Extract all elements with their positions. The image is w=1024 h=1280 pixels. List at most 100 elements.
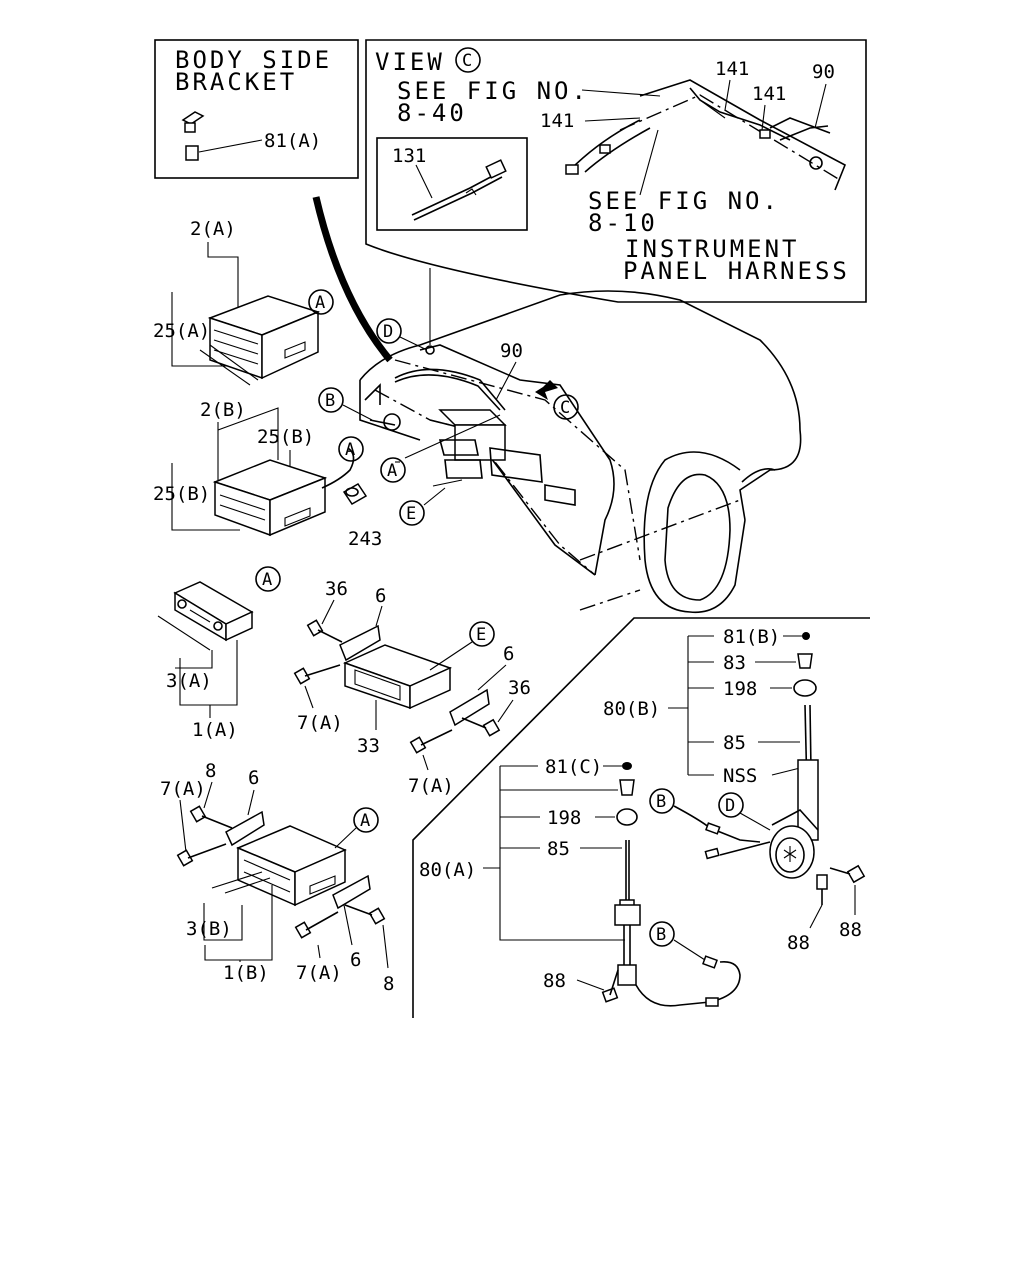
- antenna-80b-item-85: 85: [723, 732, 746, 754]
- antenna-80b-item-198: 198: [723, 678, 757, 700]
- nut-8-top-icon: [189, 805, 233, 829]
- bracket-callout-81a: 81(A): [264, 130, 321, 152]
- screw-7a-right-icon: [409, 729, 453, 754]
- bolt-88-antenna-a-icon: [601, 969, 619, 1003]
- radio-1b-6-bottom-label: 6: [350, 949, 361, 971]
- bracket-6-right: [449, 688, 490, 727]
- marker-b-vehicle: B: [325, 391, 335, 411]
- inset-callout-131: 131: [392, 145, 426, 167]
- bracket-6-left: [339, 624, 381, 662]
- cap-81b-icon: [802, 632, 810, 640]
- antenna-80a-group: 80(A) 81(C) 198 85 B: [419, 756, 741, 1007]
- marker-c-vehicle: C: [560, 398, 570, 418]
- screw-7a-top-icon: [176, 843, 227, 867]
- marker-b-antenna-80a: B: [656, 925, 666, 945]
- instrument-panel-harness-drawing: [565, 79, 847, 191]
- marker-a-radio-1b: A: [360, 811, 370, 831]
- plug-243-icon: [342, 483, 368, 505]
- see-fig-top-line2: 8-40: [397, 99, 467, 127]
- antenna-80a-item-198: 198: [547, 807, 581, 829]
- vehicle-markers: D C B A E: [318, 318, 579, 526]
- vehicle-callout-90: 90: [500, 340, 523, 362]
- marker-d-antenna: D: [725, 796, 735, 816]
- pocket-7a-label: 7(A): [297, 712, 343, 734]
- view-c-callout-141-right: 141: [752, 83, 786, 105]
- radio-2b-unit: [212, 447, 355, 537]
- view-c-callout-90: 90: [812, 61, 835, 83]
- see-fig-bottom-line2: 8-10: [588, 209, 658, 237]
- view-c-marker-circle: [455, 47, 481, 73]
- view-c-marker: C: [462, 51, 472, 71]
- antenna-80a-bolt-88: 88: [543, 970, 566, 992]
- gasket-198-icon: [793, 679, 817, 697]
- marker-a-radio-2b: A: [345, 440, 355, 460]
- radio-1b-7a-bottom-label: 7(A): [296, 962, 342, 984]
- harness-label-line1: INSTRUMENT: [625, 235, 800, 263]
- pocket-6-label: 6: [375, 585, 386, 607]
- view-c-callout-141-left: 141: [540, 110, 574, 132]
- cap-81c-icon: [622, 762, 632, 770]
- marker-b-antenna-80b: B: [656, 792, 666, 812]
- see-fig-bottom-line1: SEE FIG NO.: [588, 187, 780, 215]
- pocket-7a-right-label: 7(A): [408, 775, 454, 797]
- pocket-33-label: 33: [357, 735, 380, 757]
- bolt-36-right-icon: [461, 717, 501, 737]
- radio-1b-group: 7(A) 8 6 A 3(B): [160, 760, 394, 995]
- radio-1b-label: 1(B): [223, 962, 269, 984]
- radio-1a-label: 1(A): [192, 719, 238, 741]
- view-c-box: VIEW C SEE FIG NO. 8-40 131: [365, 39, 867, 303]
- bushing-83-icon: [797, 653, 813, 669]
- antenna-80b-label: 80(B): [603, 698, 660, 720]
- radio-2b-group: 2(B) 25(B) 25(B) A 243: [153, 399, 382, 550]
- antenna-80a-item-85: 85: [547, 838, 570, 860]
- inset-131-box: [376, 137, 528, 231]
- bracket-6-radio-bottom: [332, 874, 371, 910]
- antenna-section-divider: [412, 617, 870, 1018]
- antenna-80b-group: 80(B) 81(B) 83 198 85 NSS D: [603, 626, 866, 954]
- bolt-88-antenna-b-right-icon: [829, 864, 866, 884]
- marker-d-vehicle: D: [383, 322, 393, 342]
- screw-7a-bottom-icon: [294, 911, 339, 939]
- radio-1b-8-top-label: 8: [205, 760, 216, 782]
- antenna-80b-bolt-88-left: 88: [787, 932, 810, 954]
- manual-antenna-icon: [614, 840, 741, 1007]
- pocket-6-right-label: 6: [503, 643, 514, 665]
- nut-8-bottom-icon: [344, 904, 386, 925]
- antenna-80b-item-81b: 81(B): [723, 626, 780, 648]
- pocket-33-group: 36 6 E 6 36 7(A): [293, 578, 531, 797]
- view-c-callout-141-top: 141: [715, 58, 749, 80]
- harness-label-line2: PANEL HARNESS: [623, 257, 850, 285]
- pocket-36-right-label: 36: [508, 677, 531, 699]
- radio-1b-8-bottom-label: 8: [383, 973, 394, 995]
- radio-1b-unit: [211, 825, 347, 907]
- marker-a-vehicle: A: [387, 461, 397, 481]
- pocket-33-unit: [342, 644, 453, 710]
- radio-25a-label: 25(A): [153, 320, 210, 342]
- radio-3b-label: 3(B): [186, 918, 232, 940]
- bracket-box-title-line2: BRACKET: [175, 68, 297, 96]
- radio-2a-unit: [199, 295, 321, 386]
- marker-e-vehicle: E: [406, 504, 416, 524]
- radio-1b-6-top-label: 6: [248, 767, 259, 789]
- radio-2b-label: 2(B): [200, 399, 246, 421]
- antenna-80b-item-nss: NSS: [723, 765, 757, 787]
- vehicle-dashboard-drawing: [312, 196, 802, 614]
- radio-2a-group: 2(A) 25(A) A: [153, 218, 334, 386]
- pocket-36-label: 36: [325, 578, 348, 600]
- connector-131-icon: [411, 159, 507, 221]
- marker-a-radio-2a: A: [315, 293, 325, 313]
- see-fig-top-line1: SEE FIG NO.: [397, 77, 589, 105]
- screw-7a-left-icon: [293, 664, 341, 685]
- plug-243-label: 243: [348, 528, 382, 550]
- bolt-88-antenna-b-left-icon: [816, 874, 828, 905]
- antenna-80a-item-81c: 81(C): [545, 756, 602, 778]
- marker-a-radio-1a: A: [262, 570, 272, 590]
- bolt-36-left-icon: [306, 619, 343, 643]
- body-side-bracket-box: BODY SIDE BRACKET 81(A): [154, 39, 359, 179]
- bushing-antenna-a-icon: [619, 779, 635, 796]
- antenna-80a-label: 80(A): [419, 859, 476, 881]
- radio-3a-label: 3(A): [166, 670, 212, 692]
- bracket-box-title-line1: BODY SIDE: [175, 46, 332, 74]
- radio-25b-cable-label: 25(B): [257, 426, 314, 448]
